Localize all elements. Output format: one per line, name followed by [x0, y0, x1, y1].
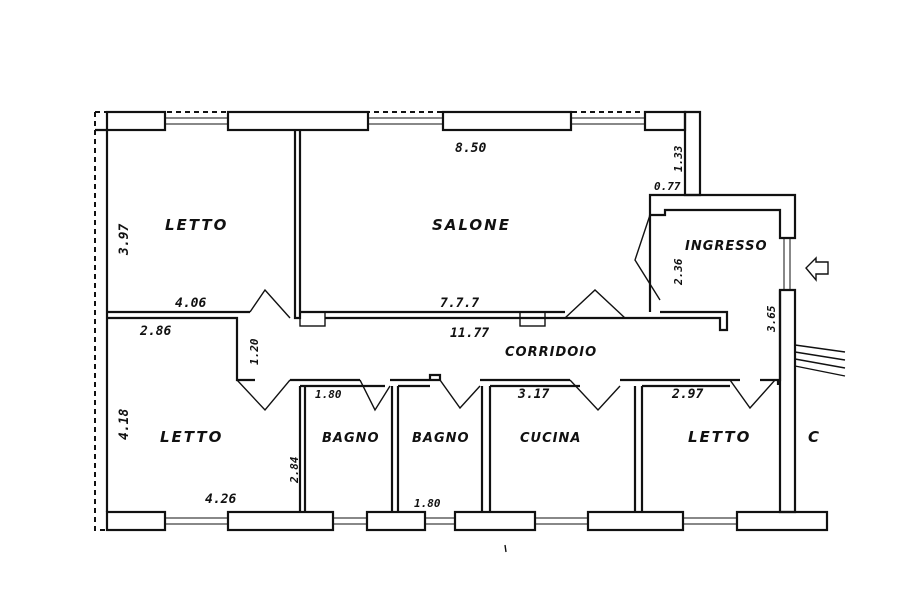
dim-cucina-width: 3.17 [517, 387, 549, 402]
room-label-salone: SALONE [432, 216, 511, 234]
outer-walls [95, 110, 829, 532]
dim-salone-depth: 7.7.7 [440, 296, 479, 311]
room-label-letto-3: LETTO [688, 428, 751, 446]
boundary-dashed [94, 111, 795, 531]
dim-letto3-width: 2.97 [671, 387, 703, 402]
room-label-ingresso: INGRESSO [685, 239, 768, 254]
room-label-bagno-1: BAGNO [322, 431, 380, 446]
interior-walls [107, 130, 782, 512]
dim-ingresso: 2.36 [672, 258, 685, 286]
dim-bagno1-width: 1.80 [315, 388, 342, 401]
room-label-fragment: C [808, 428, 821, 446]
dim-top-right-a: 1.33 [672, 145, 685, 172]
dim-salone-width: 8.50 [455, 141, 486, 156]
room-label-cucina: CUCINA [520, 431, 581, 446]
dim-letto2-height: 4.18 [117, 409, 132, 440]
dim-letto1-height: 3.97 [117, 224, 132, 256]
dim-letto2-width-bottom: 4.26 [205, 492, 236, 507]
dim-top-right-b: 0.77 [654, 180, 681, 193]
dim-letto2-width-top: 2.86 [139, 324, 171, 339]
doors [236, 214, 776, 412]
dim-entry-side: 3.65 [765, 305, 778, 333]
room-label-bagno-2: BAGNO [412, 431, 470, 446]
stair-lines [794, 344, 846, 377]
dim-bagno2-width: 1.80 [414, 497, 441, 510]
stray-mark [504, 544, 507, 553]
dim-letto1-width: 4.06 [175, 296, 206, 311]
dim-corridor-width: 1.20 [248, 338, 261, 365]
entry-arrow-icon [805, 256, 829, 282]
room-label-corridoio: CORRIDOIO [505, 345, 597, 360]
room-label-letto-1: LETTO [165, 216, 228, 234]
dim-corridor-length: 11.77 [450, 326, 489, 341]
dim-bagno-height: 2.84 [288, 456, 301, 484]
room-label-letto-2: LETTO [160, 428, 223, 446]
windows [165, 117, 791, 525]
